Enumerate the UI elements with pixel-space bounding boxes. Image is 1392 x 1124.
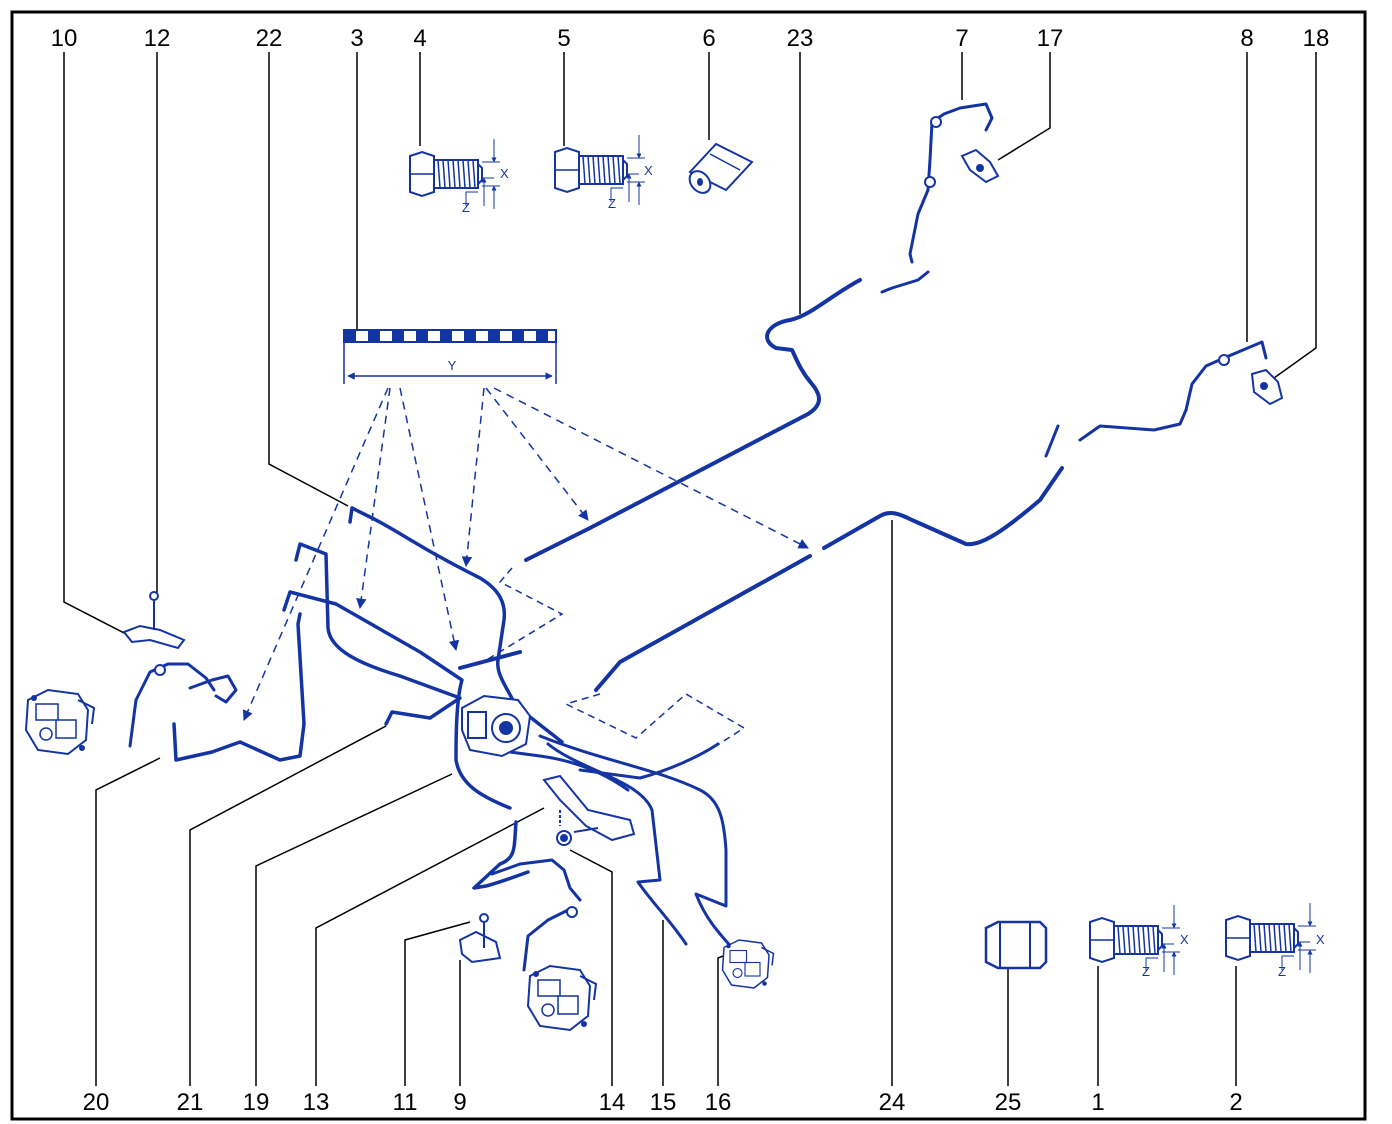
svg-text:Z: Z — [1142, 964, 1150, 979]
callout-3: 3 — [350, 25, 363, 52]
bracket-9 — [458, 913, 502, 964]
callout-15: 15 — [650, 1089, 677, 1116]
callout-13: 13 — [303, 1089, 330, 1116]
callout-17: 17 — [1037, 25, 1064, 52]
pipe-13 — [282, 590, 512, 810]
abs-hydraulic-unit — [461, 694, 532, 758]
fitting-2 — [1226, 903, 1316, 973]
coupling-6 — [688, 142, 754, 194]
front-pipes — [172, 506, 564, 890]
bracket-18 — [1250, 368, 1284, 406]
fitting-4 — [410, 139, 500, 209]
callout-1: 1 — [1091, 1089, 1104, 1116]
fitting-1 — [1090, 905, 1180, 975]
callouts-bottom: 20 21 19 13 11 9 14 15 16 24 25 1 2 — [83, 1089, 1243, 1116]
fitting-4-dim-labels: X Z — [462, 166, 509, 215]
svg-text:X: X — [1180, 932, 1189, 947]
callout-18: 18 — [1303, 25, 1330, 52]
callout-25: 25 — [995, 1089, 1022, 1116]
caliper-front-left — [25, 689, 95, 755]
callout-22: 22 — [256, 25, 283, 52]
pipe-22 — [348, 506, 564, 744]
svg-text:X: X — [1316, 932, 1325, 947]
pipe-15 — [546, 742, 688, 946]
regulator-14 — [542, 774, 636, 846]
pipe-21 — [294, 542, 462, 726]
callout-23: 23 — [787, 25, 814, 52]
callout-8: 8 — [1240, 25, 1253, 52]
callout-19: 19 — [243, 1089, 270, 1116]
svg-text:X: X — [500, 166, 509, 181]
callouts-top: 10 12 22 3 4 5 6 23 7 17 8 18 — [51, 25, 1330, 52]
bracket-12 — [122, 591, 186, 650]
pipe-16b — [578, 742, 720, 780]
rear-pipes — [508, 734, 736, 952]
caliper-rear-left — [527, 965, 597, 1031]
diagram-frame — [10, 10, 1367, 1121]
callout-4: 4 — [413, 25, 426, 52]
svg-text:Y: Y — [448, 358, 457, 373]
pipe-23 — [458, 278, 862, 670]
callout-9: 9 — [453, 1089, 466, 1116]
callout-10: 10 — [51, 25, 78, 52]
pipe-19 — [172, 612, 306, 762]
svg-text:Z: Z — [1278, 964, 1286, 979]
fitting-2-dim-labels: X Z — [1278, 932, 1325, 979]
union-25 — [984, 920, 1048, 970]
svg-text:X: X — [644, 163, 653, 178]
routing-dashed-lines — [479, 567, 746, 747]
caliper-rear-right — [721, 939, 775, 989]
pipe-15b — [508, 750, 630, 792]
fitting-5 — [555, 135, 645, 205]
svg-text:Z: Z — [608, 196, 616, 211]
pipe-16 — [538, 734, 736, 952]
pipe-24 — [594, 466, 1064, 692]
callout-20: 20 — [83, 1089, 110, 1116]
bracket-17 — [960, 148, 1000, 184]
pipe-20 — [472, 820, 530, 890]
fitting-1-dim-labels: X Z — [1142, 932, 1189, 979]
callout-6: 6 — [702, 25, 715, 52]
fitting-5-dim-labels: X Z — [608, 163, 653, 211]
svg-text:Z: Z — [462, 200, 470, 215]
callout-5: 5 — [557, 25, 570, 52]
callout-21: 21 — [177, 1089, 204, 1116]
callout-2: 2 — [1229, 1089, 1242, 1116]
flex-hose-front-left — [128, 662, 238, 748]
callout-14: 14 — [599, 1089, 626, 1116]
callout-7: 7 — [955, 25, 968, 52]
flex-hose-7 — [880, 102, 994, 294]
callout-12: 12 — [144, 25, 171, 52]
callout-24: 24 — [879, 1089, 906, 1116]
flex-hose-rear — [490, 858, 582, 972]
flex-hose-8 — [1044, 340, 1268, 458]
callout-11: 11 — [393, 1089, 418, 1116]
callout-16: 16 — [705, 1089, 732, 1116]
scale-dashed-pointers — [242, 387, 809, 721]
pipe-length-scale-3: Y — [343, 329, 557, 384]
leader-lines — [63, 52, 1317, 1086]
